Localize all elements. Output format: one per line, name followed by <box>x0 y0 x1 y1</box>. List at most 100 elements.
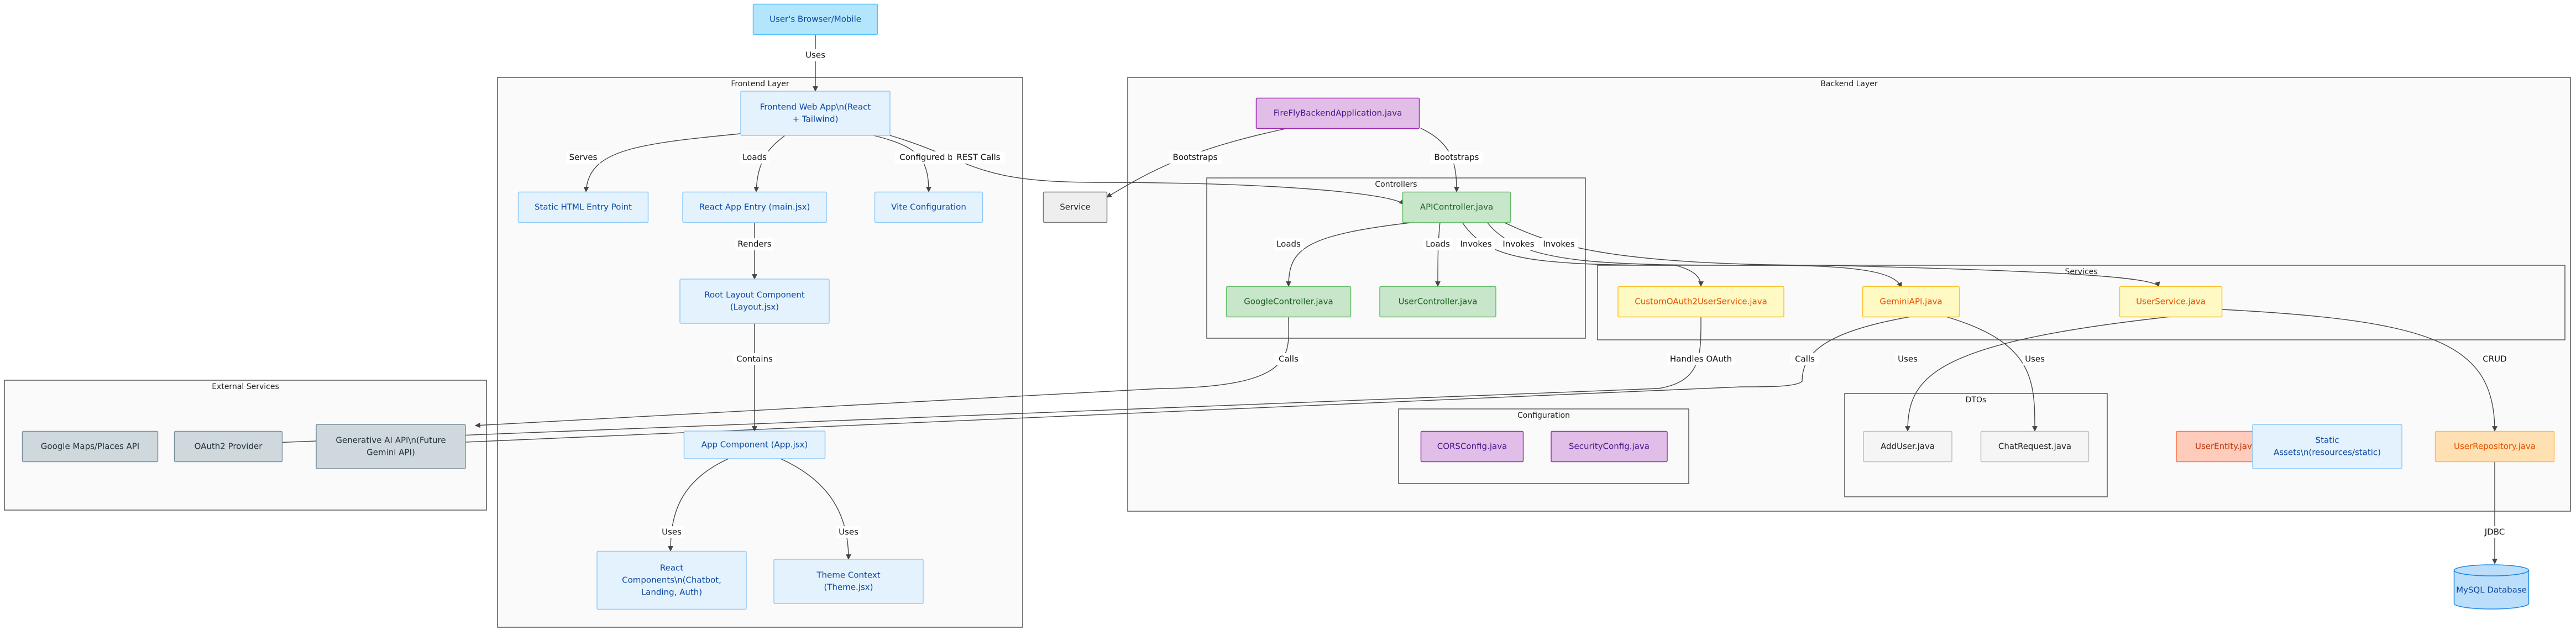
edge-e22 <box>2222 309 2498 432</box>
edge-e17 <box>475 316 1290 428</box>
node-oauth-service[interactable]: CustomOAuth2UserService.java <box>1617 286 1784 318</box>
edge-label-e9: Uses <box>836 526 861 538</box>
node-oauth-provider-label-line-1: OAuth2 Provider <box>195 442 263 452</box>
edge-label-e20: Uses <box>1895 353 1920 365</box>
edge-label-e13-text: Loads <box>1426 239 1450 249</box>
cluster-frontend-title: Frontend Layer <box>731 80 789 88</box>
node-user-label-line-1: User's Browser/Mobile <box>769 14 861 24</box>
node-react-components-label-line-1: React <box>660 563 683 573</box>
node-static-html-box <box>517 191 649 223</box>
node-gemini-api[interactable]: GeminiAPI.java <box>1862 286 1960 318</box>
edge-label-e12-text: Loads <box>1276 239 1301 249</box>
node-mysql-label-line-1: MySQL Database <box>2456 585 2527 595</box>
node-theme-context-label-line-2: (Theme.jsx) <box>824 582 873 592</box>
node-react-entry-box <box>682 191 827 223</box>
edge-label-e2: Serves <box>566 151 600 164</box>
node-chat-request-label-line-1: ChatRequest.java <box>1998 442 2071 452</box>
node-oauth-provider[interactable]: OAuth2 Provider <box>174 431 283 463</box>
edge-label-e23-text: JDBC <box>2484 527 2505 537</box>
node-service-node[interactable]: Service <box>1043 191 1108 223</box>
node-oauth-service-label-line-1: CustomOAuth2UserService.java <box>1635 297 1767 307</box>
node-gen-ai-label-line-2: Gemini API) <box>366 448 415 458</box>
node-api-controller-box <box>1402 191 1511 223</box>
edge-label-e4-text: Configured by <box>899 153 958 162</box>
edge-label-e21-text: Uses <box>2025 354 2045 364</box>
node-security-config[interactable]: SecurityConfig.java <box>1551 431 1668 463</box>
node-security-config-label-line-1: SecurityConfig.java <box>1569 442 1650 452</box>
edge-e12 <box>1286 222 1416 287</box>
edge-label-e18-text: Handles OAuth <box>1670 354 1732 364</box>
node-user-service-box <box>2119 286 2223 318</box>
node-user-controller-label-line-1: UserController.java <box>1399 297 1478 307</box>
node-gemini-api-label-line-1: GeminiAPI.java <box>1879 297 1942 307</box>
node-user[interactable]: User's Browser/Mobile <box>752 3 878 35</box>
node-vite-config[interactable]: Vite Configuration <box>874 191 983 223</box>
edge-label-e8-text: Uses <box>662 527 682 537</box>
cluster-frontend-frame <box>497 77 1023 628</box>
node-static-assets-label-line-2: Assets\n(resources/static) <box>2274 448 2381 458</box>
node-cors-config-label-line-1: CORSConfig.java <box>1437 442 1507 452</box>
node-cors-config[interactable]: CORSConfig.java <box>1420 431 1524 463</box>
node-api-controller[interactable]: APIController.java <box>1402 191 1511 223</box>
node-react-entry[interactable]: React App Entry (main.jsx) <box>682 191 827 223</box>
edge-label-e10: Bootstraps <box>1169 151 1222 164</box>
edge-label-e18: Handles OAuth <box>1667 353 1735 365</box>
edge-label-e19-text: Calls <box>1795 354 1815 364</box>
node-react-components-box <box>596 550 747 610</box>
edge-label-e12: Loads <box>1274 238 1303 250</box>
edge-label-e13: Loads <box>1423 238 1453 250</box>
node-firefly-app[interactable]: FireFlyBackendApplication.java <box>1255 97 1420 129</box>
node-user-controller[interactable]: UserController.java <box>1379 286 1496 318</box>
node-user-service-label-line-1: UserService.java <box>2136 297 2206 307</box>
edge-label-e1: Uses <box>803 49 828 61</box>
node-gen-ai-box <box>316 424 466 469</box>
node-user-service[interactable]: UserService.java <box>2119 286 2223 318</box>
edge-label-e4-bg <box>895 151 962 164</box>
node-frontend-app[interactable]: Frontend Web App\n(React+ Tailwind) <box>740 91 891 136</box>
node-user-repository-label-line-1: UserRepository.java <box>2454 442 2536 452</box>
node-chat-request[interactable]: ChatRequest.java <box>1980 431 2090 463</box>
edge-label-e7-bg <box>732 353 777 365</box>
edge-label-e6-text: Renders <box>737 239 771 249</box>
edge-e9 <box>780 458 851 560</box>
node-add-user[interactable]: AddUser.java <box>1863 431 1952 463</box>
node-google-maps[interactable]: Google Maps/Places API <box>22 431 159 463</box>
node-user-entity[interactable]: UserEntity.java <box>2176 431 2276 463</box>
edge-label-e7-text: Contains <box>736 354 773 364</box>
node-oauth-provider-box <box>174 431 283 463</box>
edge-label-e20-bg <box>1895 353 1920 365</box>
edge-label-e19-bg <box>1790 353 1820 365</box>
node-mysql[interactable]: MySQL Database <box>2453 564 2530 610</box>
edge-label-e4: Configured by <box>895 151 962 164</box>
node-service-node-label-line-1: Service <box>1060 202 1090 212</box>
edge-label-e17: Calls <box>1274 353 1303 365</box>
node-theme-context[interactable]: Theme Context(Theme.jsx) <box>773 559 924 604</box>
node-root-layout-box <box>679 279 830 324</box>
edge-label-e13-bg <box>1423 238 1453 250</box>
edge-label-e22: CRUD <box>2482 353 2507 365</box>
node-static-html[interactable]: Static HTML Entry Point <box>517 191 649 223</box>
edge-label-e3-text: Loads <box>742 153 767 162</box>
node-user-controller-box <box>1379 286 1496 318</box>
node-google-controller[interactable]: GoogleController.java <box>1226 286 1352 318</box>
edge-label-e21-bg <box>2022 353 2048 365</box>
edge-label-e19: Calls <box>1790 353 1820 365</box>
edge-label-e9-text: Uses <box>839 527 858 537</box>
edge-label-e14-bg <box>1456 238 1496 250</box>
cluster-controllers-title: Controllers <box>1375 180 1417 189</box>
node-user-repository[interactable]: UserRepository.java <box>2434 431 2555 463</box>
node-app-component[interactable]: App Component (App.jsx) <box>683 431 826 459</box>
edge-e18 <box>259 316 1701 446</box>
node-vite-config-label-line-1: Vite Configuration <box>891 202 966 212</box>
edge-e19 <box>338 316 1912 450</box>
node-root-layout[interactable]: Root Layout Component(Layout.jsx) <box>679 279 830 324</box>
cluster-frontend: Frontend Layer <box>497 77 1023 628</box>
node-user-repository-box <box>2434 431 2555 463</box>
node-root-layout-label-line-1: Root Layout Component <box>704 290 805 300</box>
